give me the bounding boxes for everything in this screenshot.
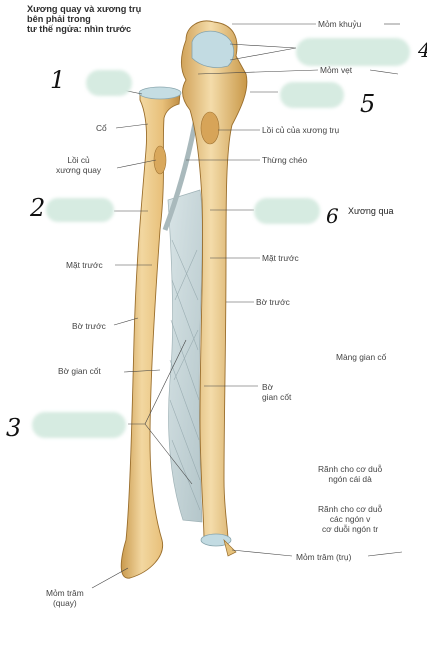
handwritten-number-1: 1 — [50, 66, 66, 94]
handwritten-number-2: 2 — [30, 194, 46, 222]
oblique-cord — [162, 117, 199, 231]
hidden-label-5 — [280, 82, 344, 108]
handwritten-number-3: 3 — [6, 414, 22, 442]
ulna-bone — [181, 20, 248, 541]
trochlear-notch — [191, 30, 235, 68]
hidden-label-4 — [296, 38, 410, 66]
ulnar-tuberosity-mark — [200, 111, 220, 145]
label-thung-cheo: Thừng chéo — [262, 155, 308, 165]
label-mom-khuyu: Mỏm khuỷu — [318, 19, 362, 29]
label-xuong-quay-partial: Xương qua — [348, 206, 394, 216]
ulna-distal-cap — [200, 533, 232, 547]
label-co: Cổ — [96, 123, 107, 133]
label-mat-truoc-left: Mặt trước — [66, 260, 103, 270]
label-bo-truoc-left: Bờ trước — [72, 321, 106, 331]
label-ranh-duoi-ngon-cai: Rãnh cho cơ duỗ ngón cái dà — [318, 464, 383, 484]
ulnar-styloid — [223, 538, 237, 557]
radial-tuberosity-mark — [153, 145, 167, 175]
hidden-label-1 — [86, 70, 132, 96]
label-mang-gian-cot: Màng gian cố — [336, 352, 387, 362]
radius-head — [138, 86, 182, 100]
hidden-label-3 — [32, 412, 126, 438]
label-mat-truoc-right: Mặt trước — [262, 253, 299, 263]
label-loi-cu-xuong-tru: Lồi củ của xương trụ — [262, 125, 340, 135]
diagram-title: Xương quay và xương trụ bên phải trong t… — [27, 4, 142, 34]
hidden-label-6 — [254, 198, 320, 224]
handwritten-number-5: 5 — [360, 90, 376, 118]
label-bo-gian-cot-right: Bờ gian cốt — [262, 382, 292, 402]
label-ranh-duoi-ngon: Rãnh cho cơ duỗ các ngón v cơ duỗi ngón … — [318, 504, 383, 534]
hidden-label-2 — [46, 198, 114, 222]
label-mom-vet: Mỏm vẹt — [320, 65, 353, 75]
label-bo-truoc-right: Bờ trước — [256, 297, 290, 307]
radius-bone — [120, 87, 181, 579]
label-mom-tram-tru: Mỏm trâm (trụ) — [296, 552, 352, 562]
handwritten-number-4: 4 — [418, 38, 427, 62]
label-bo-gian-cot-left: Bờ gian cốt — [58, 366, 101, 376]
handwritten-number-6: 6 — [326, 204, 339, 228]
label-loi-cu-xuong-quay: Lồi củ xương quay — [56, 155, 102, 175]
label-mom-tram-quay: Mỏm trâm (quay) — [46, 588, 84, 608]
